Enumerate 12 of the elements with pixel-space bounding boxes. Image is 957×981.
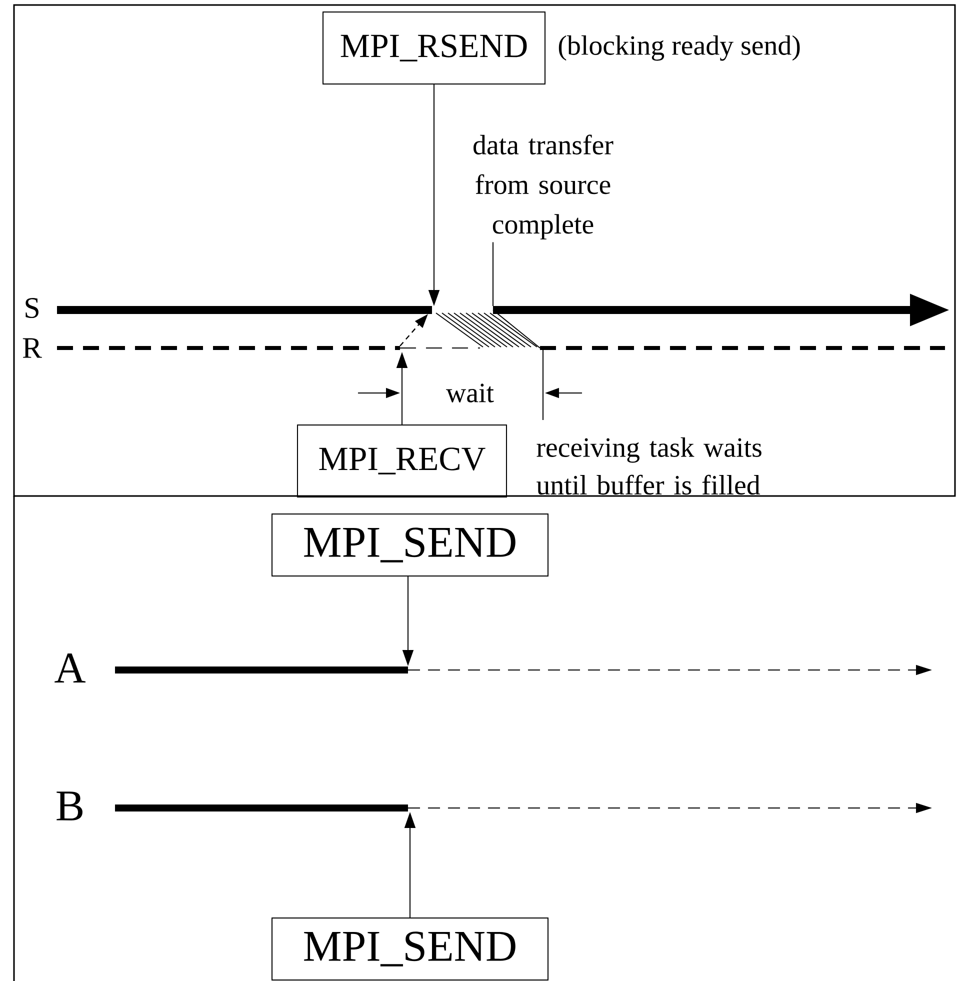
annotation-text: (blocking ready send) xyxy=(558,35,800,61)
label-text: receiving task waits until buffer is filled xyxy=(536,437,762,495)
label-text: A xyxy=(54,654,86,682)
label-text: S xyxy=(26,298,38,318)
leader-line xyxy=(492,242,494,306)
process-box: MPI_RECV xyxy=(297,424,507,498)
process-box: MPI_SEND xyxy=(272,918,548,980)
label-text: B xyxy=(56,792,82,820)
label-text: R xyxy=(22,338,42,358)
process-box: MPI_SEND xyxy=(272,514,548,576)
note-text: data transfer from source complete xyxy=(474,134,614,240)
process-box: MPI_RSEND xyxy=(322,12,546,84)
